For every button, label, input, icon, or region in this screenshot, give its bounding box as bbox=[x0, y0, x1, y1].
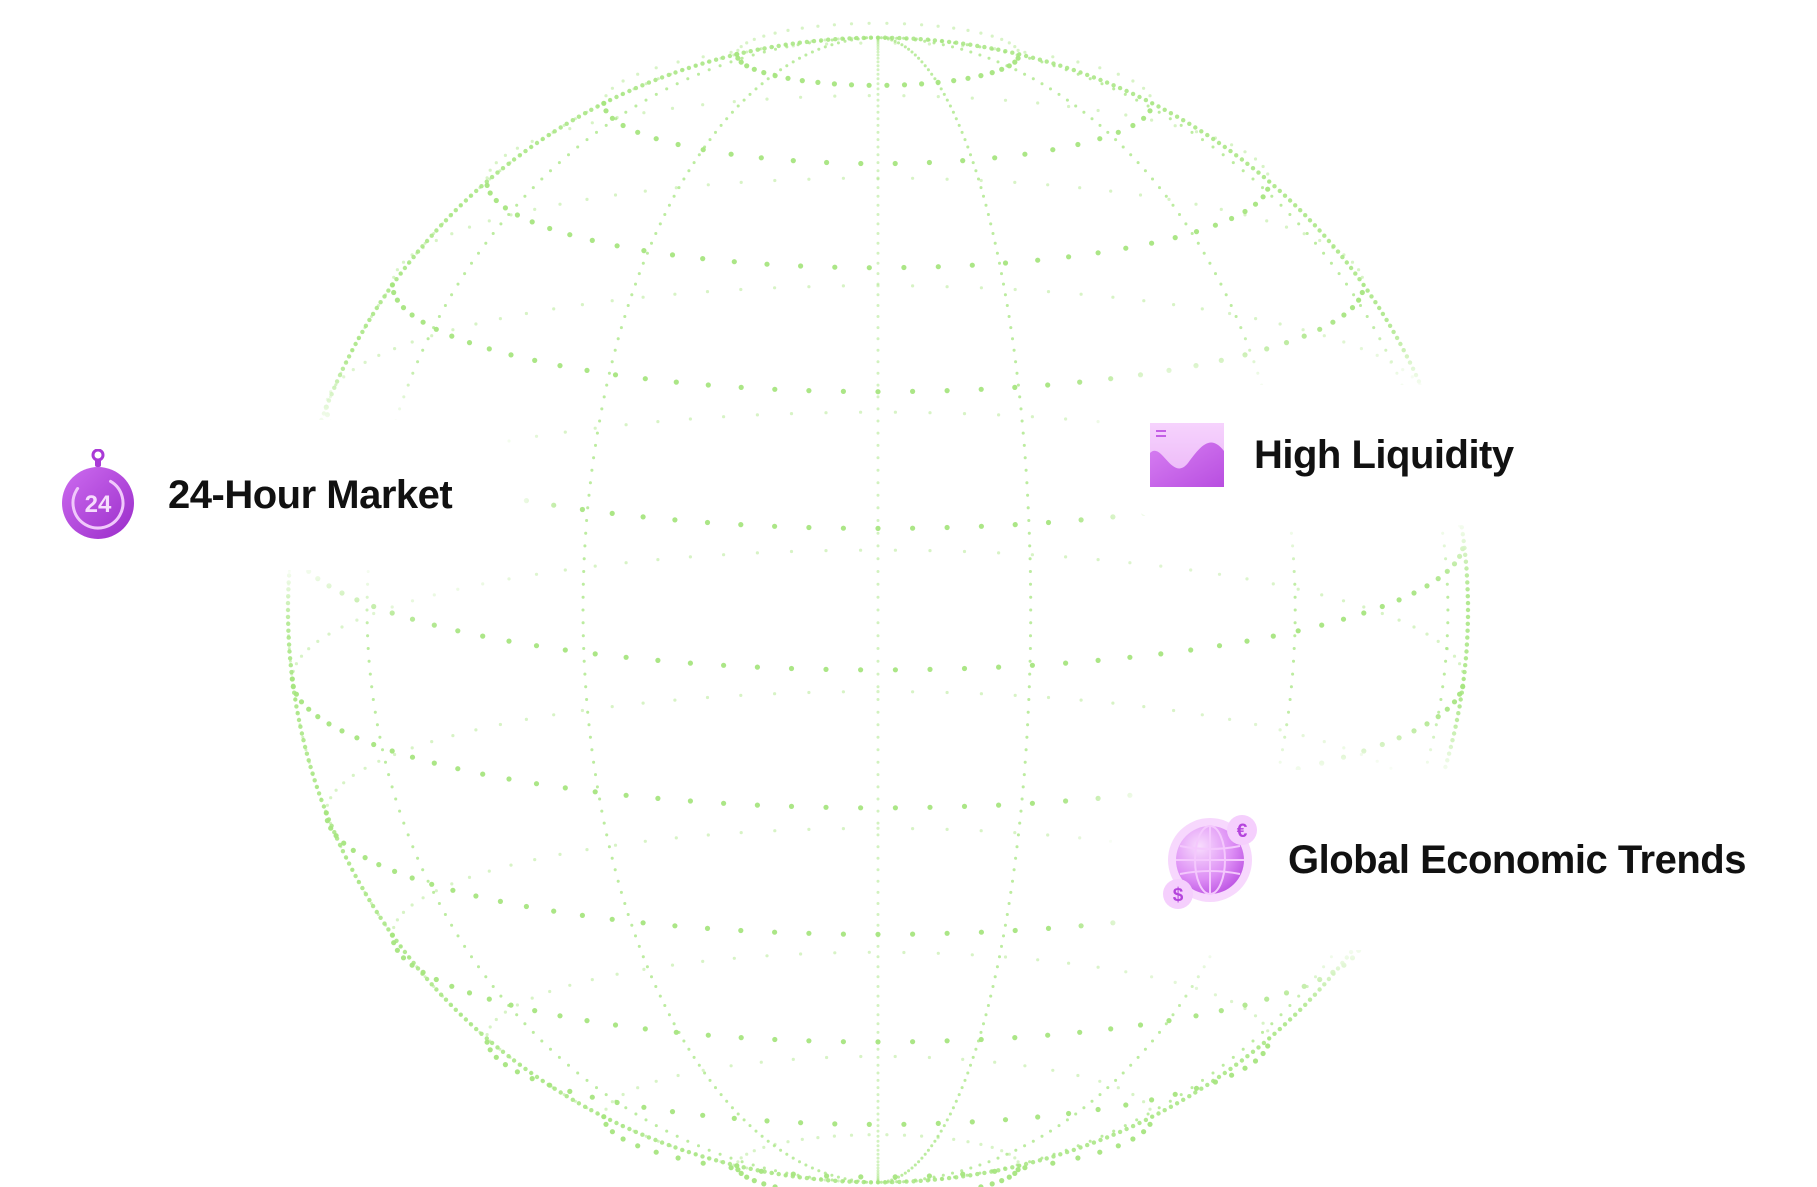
euro-symbol: € bbox=[1237, 821, 1248, 842]
feature-label-global-economic-trends: Global Economic Trends bbox=[1288, 837, 1746, 882]
dollar-symbol: $ bbox=[1173, 885, 1184, 906]
stopwatch-number: 24 bbox=[85, 491, 112, 518]
feature-card-24-hour-market: 24 24-Hour Market bbox=[30, 420, 520, 570]
area-chart-icon bbox=[1150, 423, 1224, 487]
stopwatch-24-icon: 24 bbox=[62, 449, 134, 539]
globe-currency-icon: € $ bbox=[1163, 815, 1257, 909]
feature-label-high-liquidity: High Liquidity bbox=[1254, 432, 1514, 477]
feature-label-24-hour-market: 24-Hour Market bbox=[168, 472, 453, 517]
feature-card-global-economic-trends: € $ Global Economic Trends bbox=[1110, 770, 1800, 950]
feature-card-high-liquidity: High Liquidity bbox=[1110, 385, 1570, 525]
